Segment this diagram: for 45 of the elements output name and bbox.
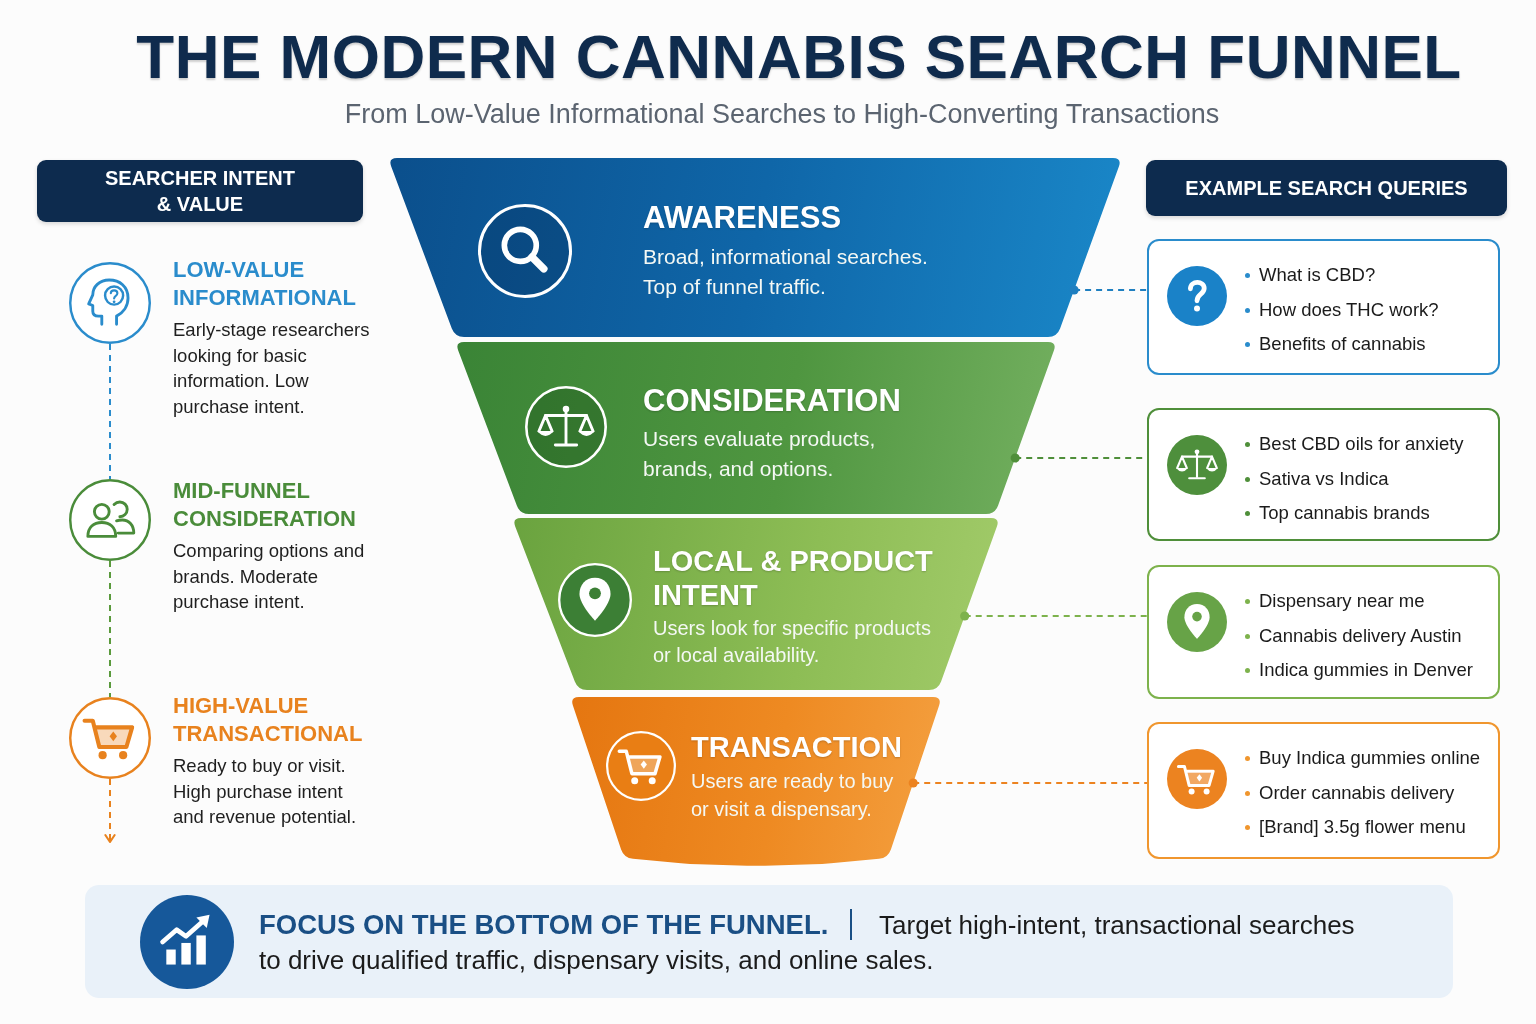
- category-heading: MID-FUNNEL CONSIDERATION: [173, 477, 357, 533]
- dashed-connector-line: [908, 778, 1148, 788]
- shopping-cart-icon: [69, 697, 151, 779]
- stage-description: Broad, informational searches. Top of funnel traffic.: [643, 244, 929, 300]
- query-item: How does THC work?: [1245, 292, 1439, 327]
- head-question-icon: [69, 262, 151, 344]
- stage-description: Users look for specific products or local availability.: [653, 616, 932, 668]
- query-card: [1147, 722, 1500, 859]
- category-heading: LOW-VALUE INFORMATIONAL: [173, 256, 357, 312]
- query-card: [1147, 565, 1500, 699]
- query-item: [Brand] 3.5g flower menu: [1245, 810, 1481, 845]
- query-item: Dispensary near me: [1245, 584, 1473, 619]
- query-card: [1147, 408, 1500, 541]
- stage-title: LOCAL & PRODUCT INTENT: [653, 544, 934, 612]
- query-item: Best CBD oils for anxiety: [1245, 427, 1464, 462]
- dashed-connector-line: [960, 611, 1148, 621]
- category-description: Early-stage researchers looking for basic information. Low purchase intent.: [173, 318, 371, 419]
- section-header: SEARCHER INTENT & VALUE: [37, 160, 363, 222]
- query-item: Buy Indica gummies online: [1245, 741, 1481, 776]
- query-item: Benefits of cannabis: [1245, 327, 1439, 362]
- dashed-connector-line: [109, 560, 111, 698]
- category-description: Ready to buy or visit. High purchase intent and revenue potential.: [173, 754, 358, 829]
- dashed-connector-line: [109, 343, 111, 480]
- people-icon: [69, 479, 151, 561]
- section-header: EXAMPLE SEARCH QUERIES: [1146, 160, 1507, 216]
- stage-title: AWARENESS: [643, 200, 843, 236]
- query-item: Cannabis delivery Austin: [1245, 618, 1473, 653]
- stage-title: CONSIDERATION: [643, 383, 902, 419]
- stage-title: TRANSACTION: [691, 730, 904, 764]
- query-item: Indica gummies in Denver: [1245, 653, 1473, 688]
- query-card: [1147, 239, 1500, 375]
- dashed-arrow: [104, 778, 116, 844]
- stage-description: Users evaluate products, brands, and options.: [643, 426, 877, 482]
- query-item: Top cannabis brands: [1245, 496, 1464, 531]
- callout-banner: [85, 885, 1453, 998]
- callout-text: FOCUS ON THE BOTTOM OF THE FUNNEL. Target high-intent, transactional searches to drive qualified traffic, dispensary visits, and online sales.: [259, 908, 1356, 977]
- title: THE MODERN CANNABIS SEARCH FUNNEL: [135, 22, 1463, 92]
- query-item: Sativa vs Indica: [1245, 461, 1464, 496]
- subtitle: From Low-Value Informational Searches to High-Converting Transactions: [343, 98, 1221, 131]
- query-item: What is CBD?: [1245, 258, 1439, 293]
- stage-description: Users are ready to buy or visit a dispensary.: [691, 769, 895, 822]
- category-heading: HIGH-VALUE TRANSACTIONAL: [173, 692, 364, 748]
- dashed-connector-line: [1069, 285, 1148, 295]
- category-description: Comparing options and brands. Moderate purchase intent.: [173, 539, 366, 614]
- query-item: Order cannabis delivery: [1245, 775, 1481, 810]
